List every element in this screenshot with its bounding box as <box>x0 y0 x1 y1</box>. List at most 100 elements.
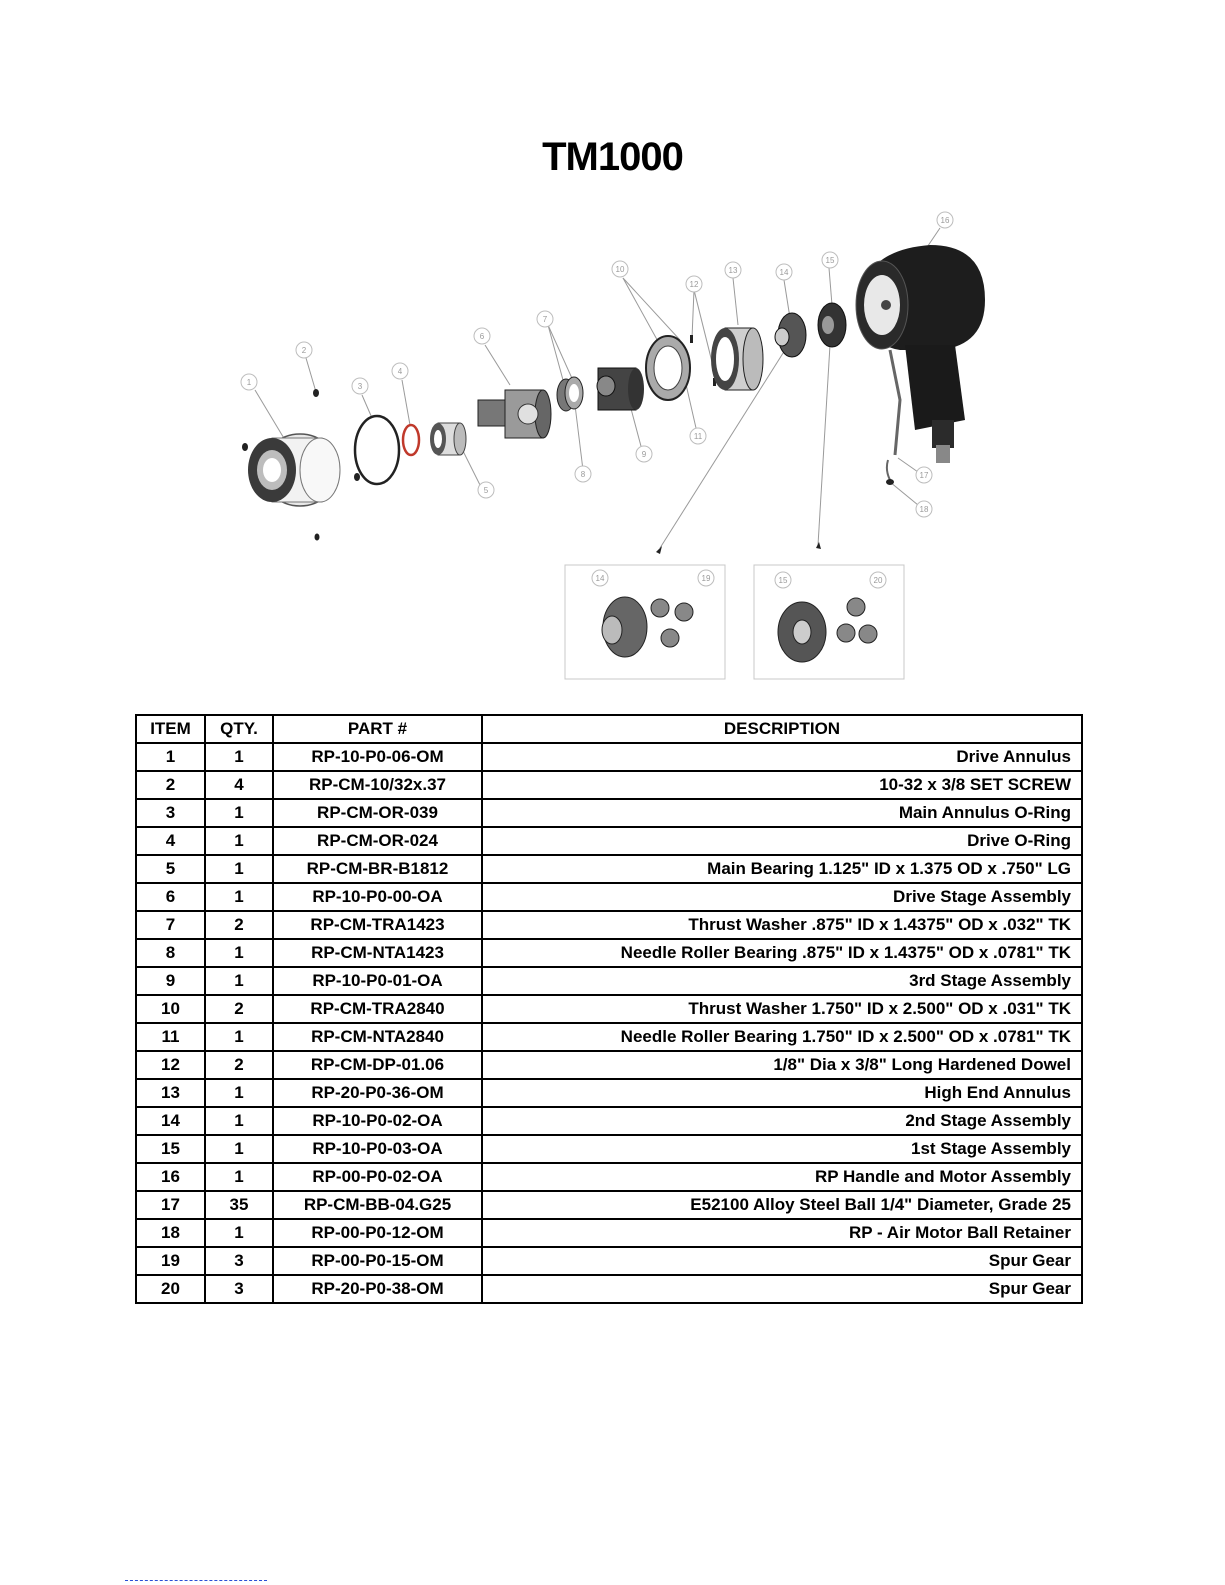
main-annulus-o-ring-part <box>353 414 401 486</box>
arrow-to-detail-1st <box>816 542 821 549</box>
cell-part-number: RP-10-P0-01-OA <box>272 966 483 996</box>
callout-detail-14: 14 <box>591 569 609 587</box>
callout-18: 18 <box>915 500 933 518</box>
callout-9: 9 <box>635 445 653 463</box>
callout-5: 5 <box>477 481 495 499</box>
detail-box-2nd-stage <box>564 564 726 680</box>
cell-qty: 3 <box>204 1274 274 1304</box>
cell-qty: 1 <box>204 798 274 828</box>
callout-8: 8 <box>574 465 592 483</box>
handle-motor-assembly-part <box>855 245 985 481</box>
cell-description: RP Handle and Motor Assembly <box>481 1162 1083 1192</box>
cell-part-number: RP-CM-DP-01.06 <box>272 1050 483 1080</box>
callout-10: 10 <box>611 260 629 278</box>
cell-description: 3rd Stage Assembly <box>481 966 1083 996</box>
svg-text:1: 1 <box>247 378 252 387</box>
cell-qty: 1 <box>204 854 274 884</box>
arrow-to-detail-2nd <box>656 546 662 554</box>
header-item: ITEM <box>135 714 206 744</box>
cell-qty: 1 <box>204 1078 274 1108</box>
cell-description: Drive Annulus <box>481 742 1083 772</box>
first-stage-assembly-part <box>817 302 847 348</box>
cell-description: Thrust Washer .875" ID x 1.4375" OD x .0… <box>481 910 1083 940</box>
cell-part-number: RP-CM-NTA1423 <box>272 938 483 968</box>
cell-qty: 2 <box>204 1050 274 1080</box>
callout-detail-15: 15 <box>774 571 792 589</box>
cell-qty: 2 <box>204 994 274 1024</box>
svg-text:10: 10 <box>616 265 625 274</box>
cell-item: 9 <box>135 966 206 996</box>
cell-qty: 1 <box>204 1162 274 1192</box>
header-qty: QTY. <box>204 714 274 744</box>
callout-3: 3 <box>351 377 369 395</box>
cell-item: 19 <box>135 1246 206 1276</box>
cell-qty: 1 <box>204 1134 274 1164</box>
footer-line <box>125 1580 267 1581</box>
svg-text:6: 6 <box>480 332 485 341</box>
cell-description: 10-32 x 3/8 SET SCREW <box>481 770 1083 800</box>
svg-text:11: 11 <box>694 432 703 441</box>
cell-item: 2 <box>135 770 206 800</box>
cell-item: 11 <box>135 1022 206 1052</box>
svg-text:14: 14 <box>780 268 789 277</box>
dowel-parts <box>690 335 716 386</box>
cell-item: 8 <box>135 938 206 968</box>
callout-11: 11 <box>689 427 707 445</box>
cell-part-number: RP-CM-OR-039 <box>272 798 483 828</box>
drive-o-ring-part <box>401 423 421 457</box>
cell-description: Needle Roller Bearing .875" ID x 1.4375"… <box>481 938 1083 968</box>
callout-17: 17 <box>915 466 933 484</box>
svg-text:19: 19 <box>702 574 711 583</box>
svg-text:13: 13 <box>729 266 738 275</box>
callout-15: 15 <box>821 251 839 269</box>
cell-item: 17 <box>135 1190 206 1220</box>
cell-description: 1st Stage Assembly <box>481 1134 1083 1164</box>
callout-13: 13 <box>724 261 742 279</box>
cell-description: High End Annulus <box>481 1078 1083 1108</box>
cell-description: E52100 Alloy Steel Ball 1/4" Diameter, G… <box>481 1190 1083 1220</box>
cell-description: RP - Air Motor Ball Retainer <box>481 1218 1083 1248</box>
second-stage-assembly-part <box>774 312 807 358</box>
cell-item: 15 <box>135 1134 206 1164</box>
cell-part-number: RP-CM-TRA1423 <box>272 910 483 940</box>
cell-part-number: RP-10-P0-02-OA <box>272 1106 483 1136</box>
leader-lines <box>254 227 941 549</box>
callout-detail-20: 20 <box>869 571 887 589</box>
cell-part-number: RP-CM-NTA2840 <box>272 1022 483 1052</box>
cell-item: 14 <box>135 1106 206 1136</box>
callout-2: 2 <box>295 341 313 359</box>
cell-item: 13 <box>135 1078 206 1108</box>
cell-part-number: RP-CM-BR-B1812 <box>272 854 483 884</box>
svg-text:14: 14 <box>596 574 605 583</box>
callout-12: 12 <box>685 275 703 293</box>
cell-qty: 1 <box>204 966 274 996</box>
cell-qty: 1 <box>204 1022 274 1052</box>
cell-item: 4 <box>135 826 206 856</box>
header-description: DESCRIPTION <box>481 714 1083 744</box>
cell-qty: 1 <box>204 938 274 968</box>
header-part-number: PART # <box>272 714 483 744</box>
svg-text:7: 7 <box>543 315 548 324</box>
callout-16: 16 <box>936 211 954 229</box>
cell-item: 10 <box>135 994 206 1024</box>
callout-4: 4 <box>391 362 409 380</box>
cell-part-number: RP-CM-TRA2840 <box>272 994 483 1024</box>
cell-qty: 2 <box>204 910 274 940</box>
cell-description: 2nd Stage Assembly <box>481 1106 1083 1136</box>
cell-description: Drive O-Ring <box>481 826 1083 856</box>
cell-description: Spur Gear <box>481 1246 1083 1276</box>
high-end-annulus-part <box>711 327 764 391</box>
cell-part-number: RP-20-P0-36-OM <box>272 1078 483 1108</box>
cell-item: 18 <box>135 1218 206 1248</box>
cell-part-number: RP-CM-OR-024 <box>272 826 483 856</box>
cell-qty: 4 <box>204 770 274 800</box>
